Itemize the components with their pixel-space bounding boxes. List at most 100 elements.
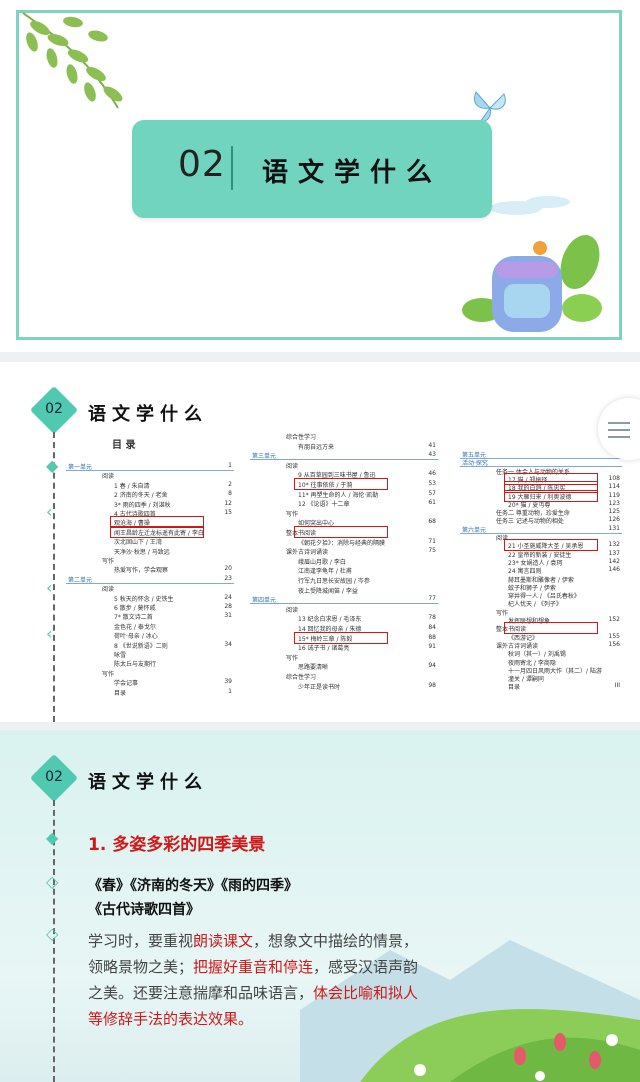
toc-page-number: 43 (428, 451, 436, 459)
toc-entry: 15* 梅岭三章 / 陈毅 (298, 635, 353, 643)
toc-entry: 第五单元 (462, 452, 487, 459)
lesson-list-line-1: 《春》《济南的冬天》《雨的四季》 (88, 878, 298, 894)
toc-entry: 天净沙·秋思 / 马致远 (114, 548, 170, 556)
toc-entry: 闻王昌龄左迁龙标遥有此寄 / 李白 (114, 529, 204, 537)
title-box (132, 120, 492, 218)
menu-button[interactable] (598, 398, 640, 460)
toc-page-number: 8 (228, 490, 232, 498)
toc-page-number: 91 (428, 643, 436, 651)
toc-page-number: 1 (228, 462, 232, 469)
unit-divider (460, 532, 622, 534)
paragraph-text: ，想象文中描绘的情景，领略景物之美； (88, 932, 419, 976)
toc-entry: 行军九日思长安故园 / 岑参 (298, 578, 370, 585)
unit-divider (66, 470, 234, 471)
toc-entry: 写作 (286, 654, 299, 662)
toc-entry: 咏雪 (114, 652, 127, 659)
toc-page-number: 39 (224, 678, 232, 686)
study-guidance-paragraph: 学习时，要重视朗读课文，想象文中描绘的情景，领略景物之美；把握好重音和停连，感受… (88, 928, 433, 1032)
toc-page-number: 71 (428, 537, 436, 545)
toc-entry: 18 我的白鸽 / 陈忠实 (508, 485, 566, 493)
unit-divider (66, 582, 234, 584)
toc-page-number: 94 (428, 662, 436, 670)
toc-page-number: 57 (428, 489, 436, 497)
toc-page-number: 28 (224, 603, 232, 610)
cloud-illustration (490, 196, 570, 215)
toc-entry: 5 秋天的怀念 / 史铁生 (114, 595, 174, 603)
toc-entry: 22 皇帝的新装 / 安徒生 (508, 551, 572, 559)
toc-entry: 8 《世说新语》二则 (114, 642, 168, 650)
toc-heading: 目 录 (112, 440, 136, 451)
highlight-box (294, 478, 388, 490)
toc-entry: 阅读 (102, 586, 115, 594)
toc-entry: 16 诫子书 / 诸葛亮 (298, 645, 350, 653)
highlight-box (504, 539, 598, 552)
toc-entry: 任务一 体会人与动物的关系 (496, 468, 570, 476)
toc-page-number: 119 (608, 491, 620, 499)
toc-entry: 14 回忆我的母亲 / 朱德 (298, 626, 362, 633)
rail-marker-icon: ◆ (46, 828, 59, 847)
toc-entry: 1 春 / 朱自清 (114, 482, 150, 490)
toc-entry: 金色花 / 泰戈尔 (114, 623, 156, 631)
toc-entry: 穿井得一人 / 《吕氏春秋》 (508, 593, 580, 601)
toc-entry: 13 纪念白求恩 / 毛泽东 (298, 616, 362, 624)
toc-entry: 11* 再塑生命的人 / 海伦·凯勒 (298, 491, 379, 499)
toc-page-number: 137 (608, 549, 620, 557)
toc-entry: 17 猫 / 郑振铎 (508, 476, 548, 484)
toc-page-number: 53 (428, 480, 436, 487)
unit-divider (250, 603, 438, 605)
paragraph-text: 学习时，要重视 (88, 932, 194, 950)
toc-page-number: 142 (608, 557, 620, 565)
slide-title: 02 语文学什么 (0, 0, 640, 352)
toc-entry: 综合性学习 (286, 434, 317, 441)
toc-page-number: 123 (608, 499, 620, 507)
title-divider (231, 146, 233, 190)
toc-entry: 课外古诗词诵读 (286, 549, 329, 557)
toc-page-number: 98 (428, 681, 436, 689)
toc-page-number: 77 (428, 595, 436, 603)
toc-entry: 第四单元 (252, 597, 277, 605)
section-number: 02 (45, 769, 63, 785)
toc-entry: 杞人忧天 / 《列子》 (508, 601, 562, 609)
emphasis-text: 把握好重音和停连 (193, 958, 314, 976)
toc-page-number: 155 (608, 632, 620, 640)
highlight-box (110, 525, 204, 538)
toc-page-number: 126 (608, 516, 620, 524)
timeline-rail (53, 432, 55, 722)
toc-entry: 潼关 / 谭嗣同 (508, 676, 544, 684)
toc-entry: 蚊子和狮子 / 伊索 (508, 584, 556, 592)
emphasis-text: 体会比喻和拟人等修辞手法的表达效果。 (88, 984, 419, 1028)
unit-divider (250, 459, 438, 461)
toc-page-number: 24 (224, 593, 232, 601)
toc-entry: 陈太丘与友期行 (114, 661, 157, 669)
highlight-box (504, 472, 598, 485)
toc-page-number: 31 (224, 612, 232, 620)
toc-entry: 发挥联想和想象 (508, 618, 551, 625)
butterfly-illustration (474, 91, 506, 123)
toc-entry: 写作 (102, 670, 115, 678)
toc-page-number: 84 (428, 624, 436, 631)
toc-page-number: III (614, 682, 620, 690)
toc-entry: 思路要清晰 (298, 664, 329, 672)
toc-entry: 9 从百草园到三味书屋 / 鲁迅 (298, 472, 376, 480)
toc-entry: 《西游记》 (508, 634, 539, 642)
toc-page-number: 152 (608, 616, 620, 623)
rail-marker-icon: ‹ (46, 578, 53, 597)
section-number: 02 (178, 144, 226, 185)
toc-entry: 少年正是读书时 (298, 683, 341, 691)
toc-page-number: 78 (428, 614, 436, 622)
toc-page-number: 88 (428, 633, 436, 641)
toc-page-number: 156 (608, 640, 620, 648)
toc-entry: 23* 女娲造人 / 袁珂 (508, 559, 563, 567)
toc-page-number: 1 (228, 687, 232, 695)
rail-marker-icon: ◇ (46, 924, 59, 943)
toc-page-number: 125 (608, 508, 620, 516)
toc-entry: 任务三 记述与动物的相处 (496, 518, 564, 526)
toc-entry: 如何突出中心 (298, 520, 335, 528)
toc-entry: 写作 (496, 609, 509, 617)
highlight-box (110, 516, 204, 529)
unit-divider (460, 466, 622, 468)
toc-entry: 阅读 (286, 462, 299, 470)
